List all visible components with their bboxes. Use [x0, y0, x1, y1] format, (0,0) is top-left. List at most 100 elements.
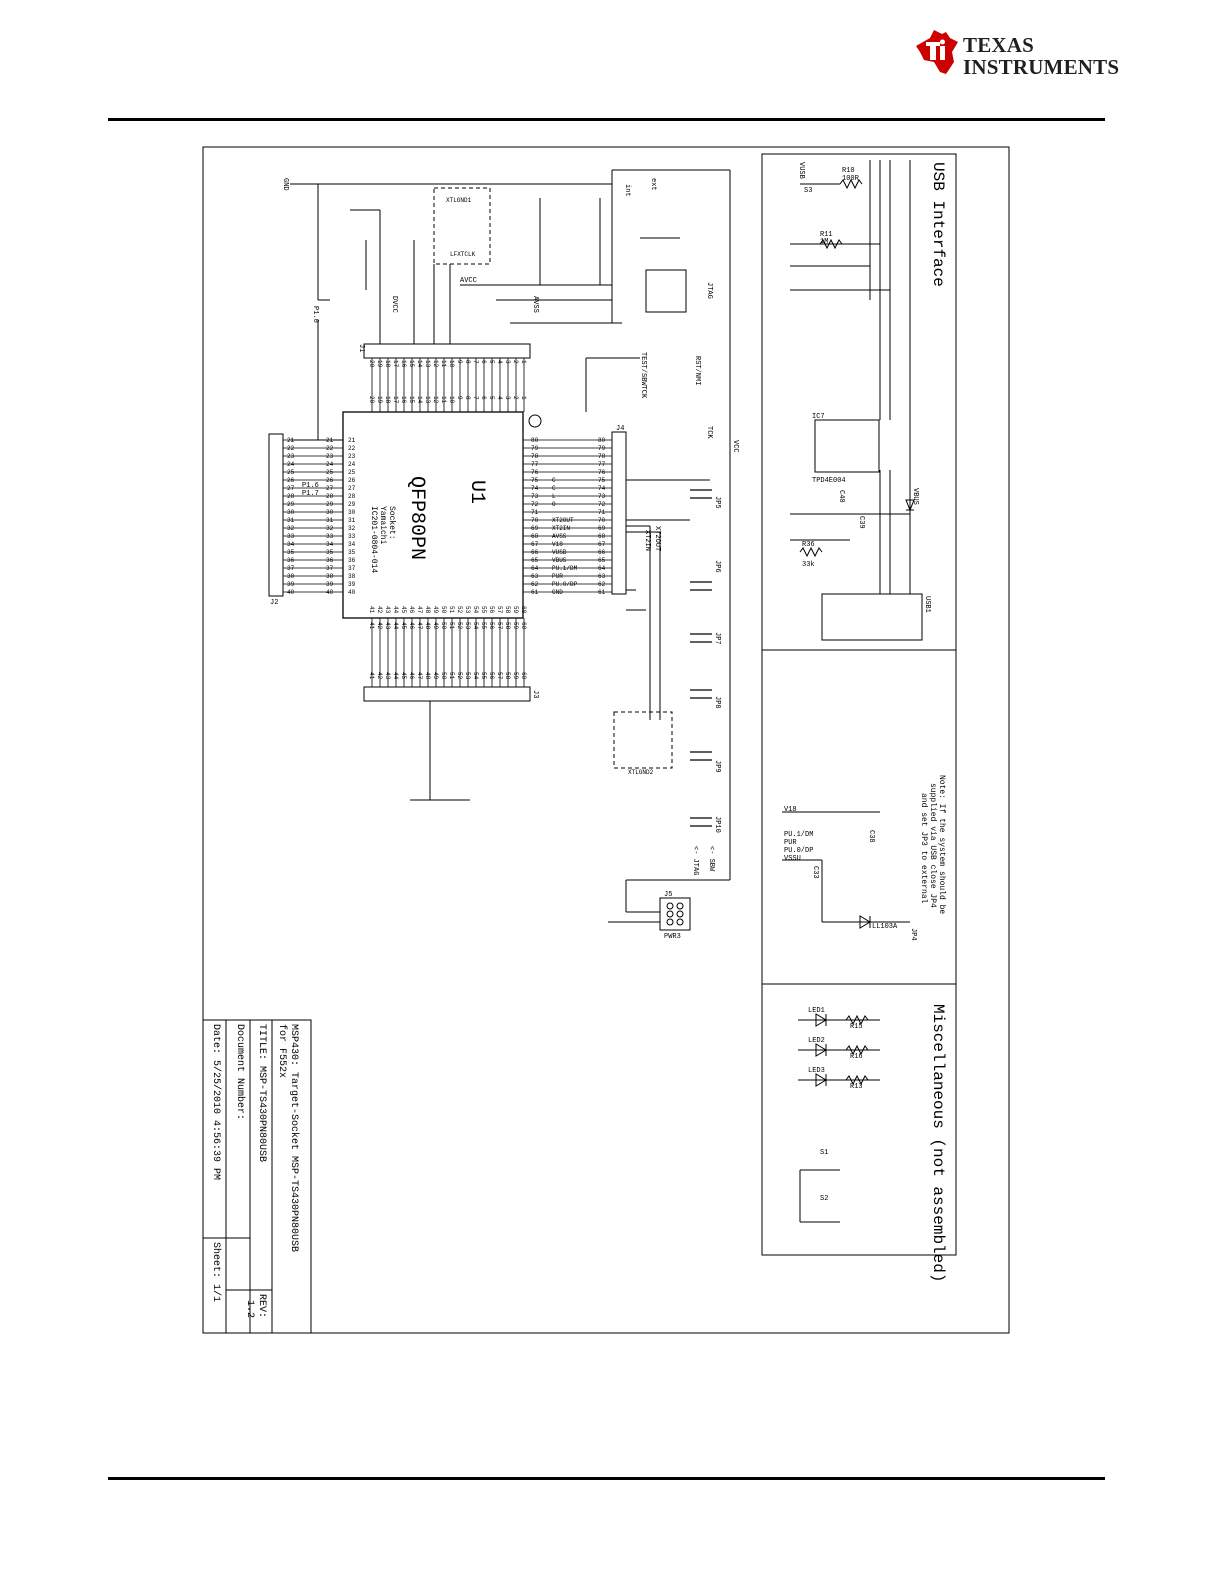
resistor-r36: [799, 546, 823, 558]
pin-number-bottom: 54: [472, 606, 479, 614]
pin-number-inner-left: 38: [348, 573, 356, 580]
pin-number-j4: 80: [598, 437, 606, 444]
pin-number-top: 8: [464, 396, 471, 400]
pin-number-left: 24: [326, 461, 334, 468]
led2-label: LED2: [808, 1037, 825, 1045]
pin-number-j4: 61: [598, 589, 606, 596]
pin-number-j2: 34: [287, 541, 295, 548]
usb-section-title: USB Interface: [929, 162, 947, 287]
note-line2: supplied via USB close JP4: [928, 783, 937, 908]
pin-number-j3: 48: [424, 672, 431, 680]
pin-number-j1: 16: [400, 360, 407, 368]
pin-name-right: GND: [552, 589, 563, 596]
pin-number-top: 18: [384, 396, 391, 404]
r13-label: R13: [850, 1083, 863, 1091]
xt2out-label: XT2OUT: [653, 526, 661, 551]
net-avss: AVSS: [531, 296, 539, 313]
pin-number-j3: 58: [504, 672, 511, 680]
jp7-label: JP7: [713, 632, 721, 645]
pin-number-right: 63: [531, 573, 539, 580]
pin-number-left: 22: [326, 445, 334, 452]
pin-number-j3: 46: [408, 672, 415, 680]
pin-number-j1: 20: [368, 360, 375, 368]
net-p16: P1.6: [302, 482, 319, 490]
j3-header: [363, 686, 531, 702]
ti-logo: [916, 30, 958, 74]
q1-value: LFXTCLK: [450, 251, 476, 258]
pin-number-j1: 7: [472, 360, 479, 364]
pin-number-bottom: 60: [520, 606, 527, 614]
j2-label: J2: [270, 599, 278, 607]
pin-number-left: 38: [326, 573, 334, 580]
pin-number-j4: 69: [598, 525, 606, 532]
pin-number-right: 77: [531, 461, 539, 468]
mcu-bottom-pins: [371, 618, 525, 687]
resistor-r13: [845, 1074, 869, 1086]
title-rev-value: 1.2: [244, 1300, 255, 1318]
pin-number-j1: 19: [376, 360, 383, 368]
r11-label: R11: [820, 231, 833, 239]
pin-number-j1: 8: [464, 360, 471, 364]
pin-name-right: VUSB: [552, 549, 567, 556]
title-line2: for F552x: [276, 1024, 288, 1078]
pin-number-bottom: 47: [416, 606, 423, 614]
xtl2-label: XTLGND2: [628, 769, 654, 776]
pin-number-j2: 29: [287, 501, 295, 508]
pin-number-bottom: 43: [384, 606, 391, 614]
mcu-socket-1: Socket:: [387, 506, 396, 540]
pin-number-j4: 68: [598, 533, 606, 540]
pin-number-j1: 1: [520, 360, 527, 364]
led2-symbol: [815, 1043, 827, 1057]
pin-number-bottom-outer: 47: [416, 622, 423, 630]
pin-number-inner-left: 34: [348, 541, 356, 548]
pin-number-j3: 52: [456, 672, 463, 680]
pin-name-right: PUR: [552, 573, 563, 580]
pin-number-j4: 64: [598, 565, 606, 572]
net-test: TEST/SBWTCK: [639, 352, 647, 399]
pin-number-j1: 9: [456, 360, 463, 364]
pin-number-bottom-outer: 46: [408, 622, 415, 630]
r36-label: R36: [802, 541, 815, 549]
pin-number-j1: 11: [440, 360, 447, 368]
pin-number-bottom: 51: [448, 606, 455, 614]
pin-number-top: 14: [416, 396, 423, 404]
led1-symbol: [815, 1013, 827, 1027]
pin-number-right: 75: [531, 477, 539, 484]
mcu-package: QFP80PN: [405, 476, 428, 560]
j1-header: [363, 343, 531, 359]
pin-number-inner-left: 29: [348, 501, 356, 508]
pin-number-j4: 78: [598, 453, 606, 460]
pin-number-bottom: 41: [368, 606, 375, 614]
net-vusb: VUSB: [797, 162, 805, 179]
pin-name-right: V18: [552, 541, 563, 548]
pin-number-j3: 51: [448, 672, 455, 680]
pin-name-right: C: [552, 485, 556, 492]
pin-number-right: 74: [531, 485, 539, 492]
pin-number-j3: 44: [392, 672, 399, 680]
pin-number-j1: 2: [512, 360, 519, 364]
pin-number-bottom-outer: 57: [496, 622, 503, 630]
pin-number-j4: 79: [598, 445, 606, 452]
c38-label: C38: [867, 830, 875, 843]
pin-number-j3: 53: [464, 672, 471, 680]
led3-label: LED3: [808, 1067, 825, 1075]
pin-number-inner-left: 35: [348, 549, 356, 556]
pin-number-j3: 55: [480, 672, 487, 680]
pin-number-bottom: 53: [464, 606, 471, 614]
pin-number-inner-left: 27: [348, 485, 356, 492]
net-vssu: VSSU: [784, 855, 801, 863]
pin-number-top: 11: [440, 396, 447, 404]
pin-number-bottom-outer: 54: [472, 622, 479, 630]
title-sheet: Sheet: 1/1: [210, 1242, 222, 1302]
pin1-marker: [528, 414, 542, 428]
pin-number-left: 37: [326, 565, 334, 572]
pin-number-j4: 70: [598, 517, 606, 524]
diode-d4: [859, 915, 871, 929]
pin-number-inner-left: 37: [348, 565, 356, 572]
pin-number-j2: 30: [287, 509, 295, 516]
s3-label: S3: [804, 187, 812, 195]
pin-number-left: 26: [326, 477, 334, 484]
misc-panel: [761, 983, 957, 1256]
ic7-label: IC7: [812, 413, 825, 421]
j1-label: J1: [357, 344, 365, 352]
